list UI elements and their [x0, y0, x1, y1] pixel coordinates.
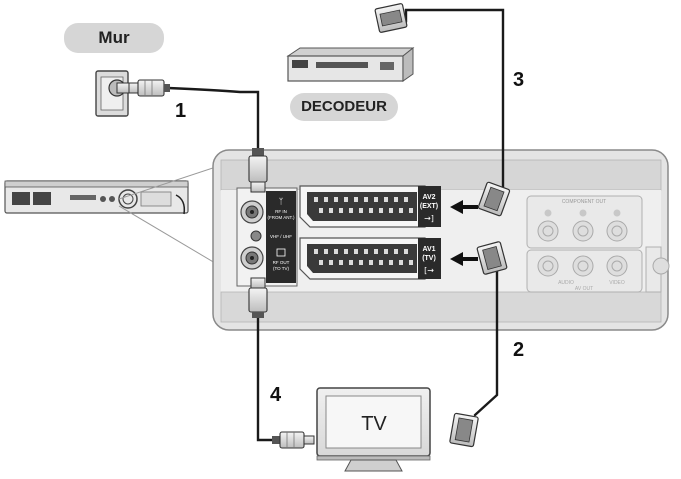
- scart-pin: [364, 249, 368, 254]
- av-out-label: AV OUT: [575, 286, 593, 292]
- svg-text:ᛉ: ᛉ: [279, 197, 284, 206]
- audio-label: AUDIO: [558, 280, 574, 286]
- step-3-label: 3: [513, 69, 525, 91]
- wall-label-text: Mur: [98, 28, 130, 47]
- av1-scart-socket: AV1 (TV) [→: [299, 237, 441, 280]
- coax-plug-tv: [272, 431, 315, 449]
- scart-pin: [314, 249, 318, 254]
- av2-scart-socket: AV2 (EXT) →]: [299, 185, 441, 228]
- scart-pin: [344, 249, 348, 254]
- scart-pin: [364, 197, 368, 202]
- cable-3: [404, 8, 505, 194]
- scart-pin: [349, 260, 353, 265]
- scart-pin: [329, 260, 333, 265]
- step-2-label: 2: [513, 339, 525, 361]
- rf-out-label: RF OUT: [273, 260, 290, 265]
- svg-text:(TV): (TV): [422, 255, 436, 262]
- wall-label: Mur: [64, 23, 164, 53]
- step-4-label: 4: [270, 384, 282, 406]
- scart-pin: [354, 249, 358, 254]
- component-out-label: COMPONENT OUT: [562, 199, 606, 205]
- scart-pin: [409, 260, 413, 265]
- scart-pin: [379, 208, 383, 213]
- vhf-uhf-label: VHF / UHF: [270, 234, 292, 239]
- scart-pin: [369, 260, 373, 265]
- av2-label: AV2: [422, 194, 435, 201]
- scart-pin: [404, 249, 408, 254]
- coax-plug-rf-in: [248, 148, 268, 193]
- scart-plug-icon: [374, 3, 511, 448]
- component-out-area: COMPONENT OUT AUDIO VIDEO AV OUT: [526, 195, 670, 293]
- scart-pin: [359, 260, 363, 265]
- wall-outlet-icon: [95, 70, 130, 117]
- scart-pin: [384, 197, 388, 202]
- output-arrow-icon: [→: [424, 266, 434, 275]
- scart-pin: [339, 260, 343, 265]
- scart-pin: [319, 208, 323, 213]
- tv-label: TV: [361, 413, 387, 435]
- scart-pin: [399, 260, 403, 265]
- scart-pin: [339, 208, 343, 213]
- decoder-device-icon: [286, 46, 415, 82]
- cable-4: [256, 306, 277, 442]
- scart-pin: [389, 208, 393, 213]
- scart-pin: [374, 197, 378, 202]
- step-1-label: 1: [175, 100, 187, 122]
- input-arrow-icon: →]: [424, 214, 434, 223]
- scart-pin: [399, 208, 403, 213]
- scart-pin: [394, 197, 398, 202]
- cables: [166, 8, 505, 442]
- scart-pin: [359, 208, 363, 213]
- scart-pin: [389, 260, 393, 265]
- rf-in-label: RF IN: [275, 209, 287, 214]
- svg-text:(TO TV): (TO TV): [273, 266, 290, 271]
- coax-plug-rf-out: [248, 277, 268, 318]
- scart-pin: [354, 197, 358, 202]
- dvd-recorder-icon: [4, 180, 189, 215]
- video-label: VIDEO: [609, 280, 625, 286]
- scart-pin: [344, 197, 348, 202]
- scart-pin: [324, 197, 328, 202]
- tv-icon: TV: [316, 387, 431, 472]
- av1-label: AV1: [422, 246, 435, 253]
- decoder-label: DECODEUR: [290, 93, 398, 121]
- scart-pin: [379, 260, 383, 265]
- decoder-label-text: DECODEUR: [301, 98, 387, 115]
- scart-pin: [384, 249, 388, 254]
- scart-pin: [324, 249, 328, 254]
- cable-1: [166, 86, 260, 152]
- scart-pin: [404, 197, 408, 202]
- coax-plug-icon: [128, 79, 170, 97]
- rf-section: ᛉ RF IN (FROM ANT.) VHF / UHF RF OUT (TO…: [236, 187, 298, 287]
- cable-2: [473, 268, 499, 417]
- svg-text:(EXT): (EXT): [420, 203, 438, 210]
- scart-pin: [394, 249, 398, 254]
- connection-arrows: [450, 200, 478, 266]
- scart-pin: [314, 197, 318, 202]
- scart-pin: [329, 208, 333, 213]
- svg-text:(FROM ANT.): (FROM ANT.): [268, 215, 295, 220]
- scart-pin: [319, 260, 323, 265]
- scart-pin: [374, 249, 378, 254]
- scart-pin: [334, 249, 338, 254]
- scart-pin: [334, 197, 338, 202]
- scart-pin: [369, 208, 373, 213]
- scart-pin: [409, 208, 413, 213]
- scart-pin: [349, 208, 353, 213]
